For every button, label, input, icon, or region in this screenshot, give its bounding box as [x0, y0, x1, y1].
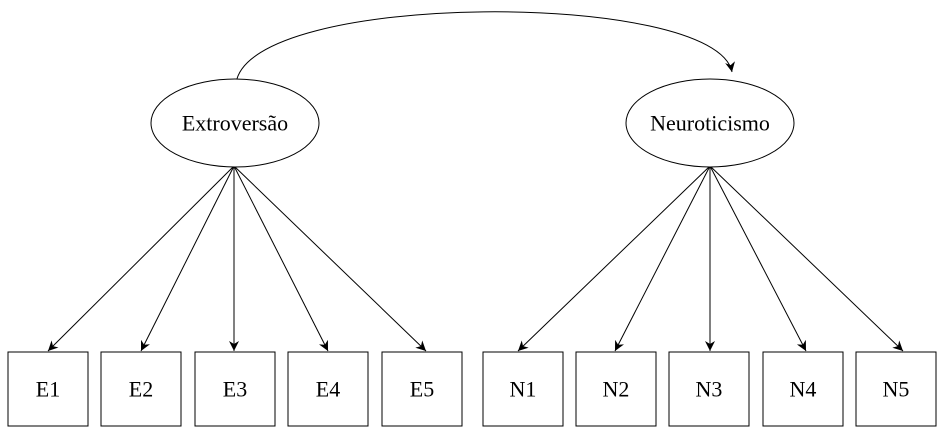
indicator-box [855, 351, 937, 427]
indicator-box [287, 351, 369, 427]
indicator-box [7, 351, 89, 427]
latent-factor-neuroticismo: Neuroticismo [625, 78, 795, 168]
indicator-box [482, 351, 564, 427]
indicator-n4: N4 [762, 351, 844, 427]
indicator-box [100, 351, 182, 427]
indicator-label: E2 [129, 377, 153, 402]
indicator-n2: N2 [575, 351, 657, 427]
indicator-box [668, 351, 750, 427]
covariance-arrow [229, 11, 735, 94]
extroversao-loadings [47, 165, 427, 352]
indicator-box [762, 351, 844, 427]
indicator-e5: E5 [381, 351, 463, 427]
neuroticismo-loadings [517, 165, 904, 352]
loading-arrow-n2 [614, 165, 711, 352]
indicator-label: E4 [316, 377, 340, 402]
indicator-n1: N1 [482, 351, 564, 427]
loading-arrow-e4 [233, 165, 329, 352]
loading-arrow-n1 [517, 165, 711, 352]
indicator-e4: E4 [287, 351, 369, 427]
indicator-n5: N5 [855, 351, 937, 427]
indicator-e3: E3 [194, 351, 276, 427]
loading-arrow-e1 [47, 165, 235, 352]
latent-factor-extroversao: Extroversão [150, 78, 320, 168]
loading-arrow-n5 [709, 165, 904, 352]
factor-label: Extroversão [182, 111, 288, 136]
indicator-label: N4 [790, 377, 817, 402]
indicator-label: N5 [883, 377, 910, 402]
indicator-label: E3 [223, 377, 247, 402]
factor-ellipse [625, 78, 795, 168]
indicator-box [194, 351, 276, 427]
indicator-label: N3 [696, 377, 723, 402]
indicator-e1: E1 [7, 351, 89, 427]
indicator-box [575, 351, 657, 427]
indicator-label: N2 [603, 377, 630, 402]
indicator-box [381, 351, 463, 427]
loading-arrow-e5 [233, 165, 427, 352]
indicator-label: E1 [36, 377, 60, 402]
indicator-e2: E2 [100, 351, 182, 427]
indicator-n3: N3 [668, 351, 750, 427]
factor-label: Neuroticismo [650, 111, 770, 136]
loading-arrow-e2 [140, 165, 235, 352]
indicator-label: N1 [510, 377, 537, 402]
indicator-label: E5 [410, 377, 434, 402]
loading-arrow-n4 [709, 165, 807, 352]
factor-ellipse [150, 78, 320, 168]
